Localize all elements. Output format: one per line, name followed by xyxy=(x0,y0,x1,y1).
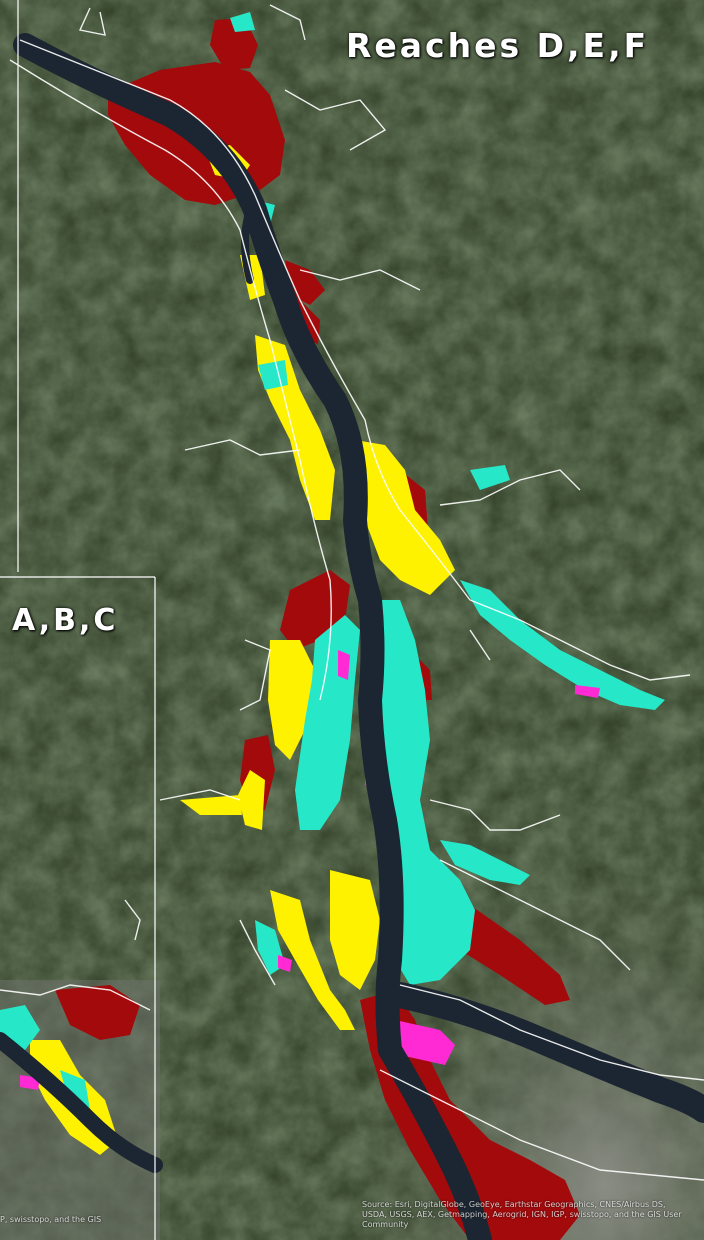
map-attribution: Source: Esri, DigitalGlobe, GeoEye, Eart… xyxy=(362,1200,682,1229)
panel-title-reaches-abc: A,B,C xyxy=(12,603,119,638)
panel-title-reaches-def: Reaches D,E,F xyxy=(346,26,650,65)
river-layer xyxy=(0,33,704,1240)
boundary-layer xyxy=(0,4,704,1181)
inset-attribution: P, swisstopo, and the GIS xyxy=(0,1215,102,1224)
panel-frames xyxy=(0,0,156,1240)
